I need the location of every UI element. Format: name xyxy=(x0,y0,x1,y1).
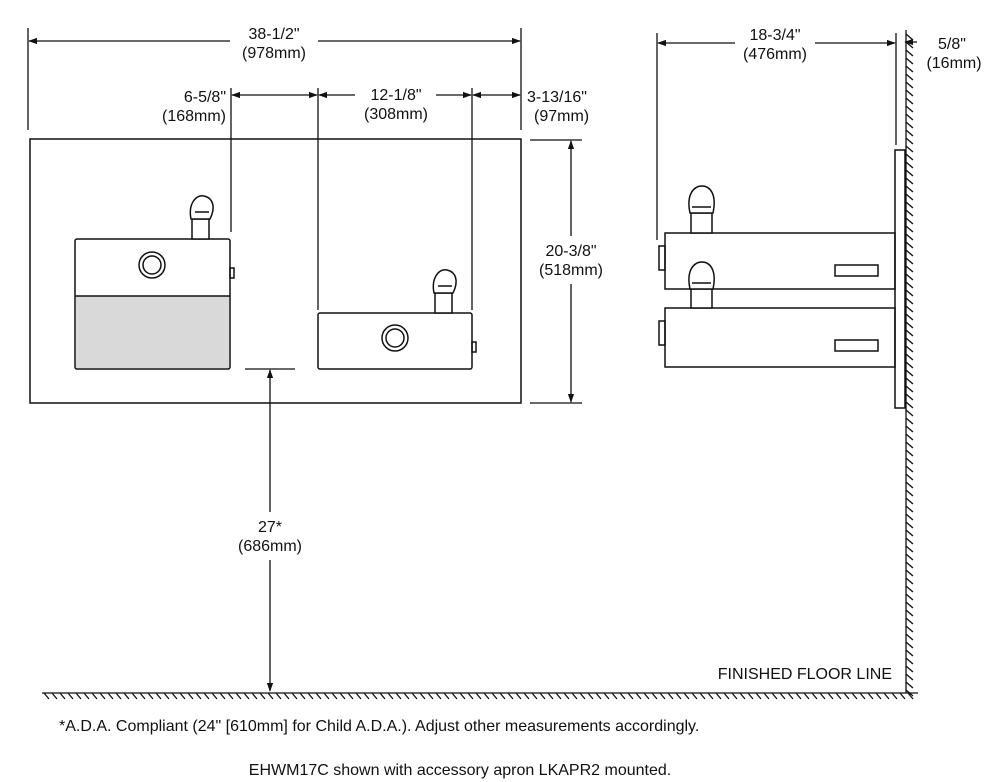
right-fountain-unit xyxy=(317,269,477,370)
right-unit-width-imperial: 12-1/8" xyxy=(370,87,421,104)
push-button-icon xyxy=(138,251,166,279)
floor-line-label: FINISHED FLOOR LINE xyxy=(718,666,892,683)
right-offset-metric: (97mm) xyxy=(534,108,589,125)
ada-note: *A.D.A. Compliant (24" [610mm] for Child… xyxy=(59,718,699,735)
overall-height-metric: (518mm) xyxy=(539,262,603,279)
side-dimension-lines xyxy=(656,33,917,240)
floor-height-metric: (686mm) xyxy=(238,538,302,555)
wall-plate xyxy=(894,149,906,409)
right-unit-body xyxy=(317,312,473,370)
right-offset-imperial: 3-13/16" xyxy=(527,89,587,106)
floor-hatch xyxy=(43,692,914,700)
side-lower-unit xyxy=(664,307,896,368)
left-fountain-unit xyxy=(74,195,235,370)
caption: EHWM17C shown with accessory apron LKAPR… xyxy=(249,762,671,779)
bubbler-icon xyxy=(189,195,214,240)
accessory-apron xyxy=(76,296,229,368)
wall-hatch xyxy=(905,33,914,697)
footnotes: *A.D.A. Compliant (24" [610mm] for Child… xyxy=(59,718,699,779)
overall-width-metric: (978mm) xyxy=(242,45,306,62)
overall-height-imperial: 20-3/8" xyxy=(545,243,596,260)
overall-width-imperial: 38-1/2" xyxy=(248,26,299,43)
front-view xyxy=(29,138,522,404)
floor-height-imperial: 27* xyxy=(258,519,282,536)
bubbler-icon xyxy=(688,185,715,234)
bubbler-icon xyxy=(688,261,715,309)
wall-gap-imperial: 5/8" xyxy=(938,36,966,53)
left-offset-metric: (168mm) xyxy=(162,108,226,125)
depth-metric: (476mm) xyxy=(743,46,807,63)
wall-and-floor xyxy=(42,30,918,700)
wall-gap-metric: (16mm) xyxy=(926,55,981,72)
side-view xyxy=(658,149,906,409)
push-button-icon xyxy=(381,324,409,352)
dimension-labels: 38-1/2" (978mm) 6-5/8" (168mm) 12-1/8" (… xyxy=(162,26,982,683)
depth-imperial: 18-3/4" xyxy=(749,27,800,44)
right-unit-width-metric: (308mm) xyxy=(364,106,428,123)
left-offset-imperial: 6-5/8" xyxy=(184,89,226,106)
front-dimension-lines xyxy=(27,28,582,692)
bubbler-icon xyxy=(432,269,457,314)
mounting-plate xyxy=(29,138,522,404)
left-unit-body xyxy=(74,238,231,370)
